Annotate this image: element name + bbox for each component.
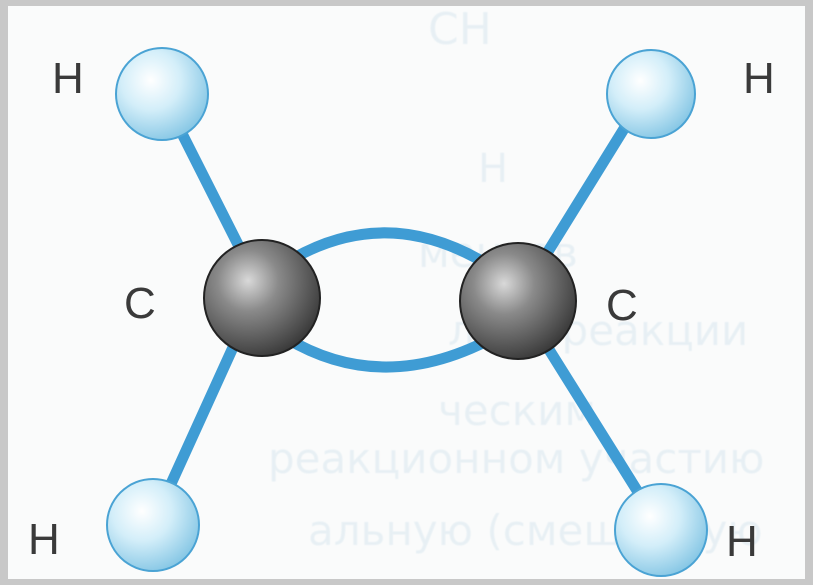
label-h-top-right: H bbox=[743, 54, 775, 103]
bond-c-c-upper-arc bbox=[288, 227, 496, 272]
ethylene-molecule-diagram: H H C C H H bbox=[28, 47, 775, 577]
label-h-top-left: H bbox=[52, 54, 84, 103]
hydrogen-atom-top-left bbox=[115, 47, 209, 141]
carbon-atom-left bbox=[203, 239, 321, 357]
diagram-panel: СН Н ментов ллы, реакции ческим реакцион… bbox=[8, 6, 805, 579]
bleed-through-line: реакционном участию bbox=[268, 434, 765, 483]
bleed-through-line: ческим bbox=[438, 386, 597, 435]
carbon-atom-right bbox=[459, 242, 577, 360]
bleed-through-line: Н bbox=[478, 146, 509, 192]
hydrogen-atom-top-right bbox=[606, 49, 696, 139]
bond-c-c-lower-arc bbox=[280, 328, 506, 373]
label-h-bottom-left: H bbox=[28, 515, 60, 564]
hydrogen-atom-bottom-right bbox=[614, 483, 708, 577]
label-c-left: C bbox=[124, 279, 156, 328]
hydrogen-atom-bottom-left bbox=[106, 478, 200, 572]
label-h-bottom-right: H bbox=[726, 517, 758, 566]
bleed-through-line: СН bbox=[428, 6, 492, 55]
label-c-right: C bbox=[606, 281, 638, 330]
